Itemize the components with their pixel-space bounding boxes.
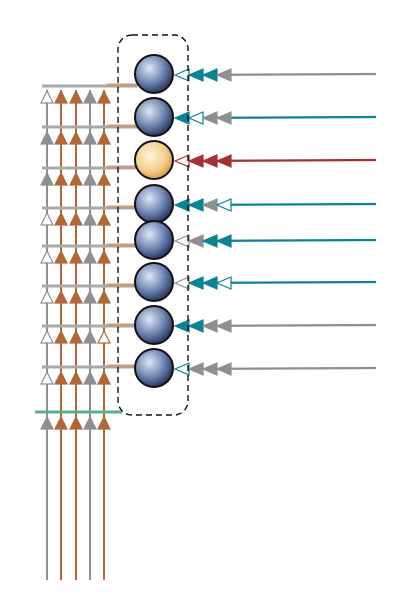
arrowheads <box>40 68 232 430</box>
left-arrowhead <box>173 154 190 168</box>
nodes <box>134 54 174 388</box>
left-arrowhead <box>215 68 232 82</box>
left-arrowhead <box>201 111 218 125</box>
up-arrowhead <box>40 89 54 104</box>
up-arrowhead <box>54 211 68 226</box>
left-arrowhead <box>173 234 190 248</box>
left-arrowhead <box>201 234 218 248</box>
left-arrowhead <box>173 198 190 212</box>
node <box>134 97 174 137</box>
left-arrowhead <box>215 319 232 333</box>
left-arrowhead <box>187 319 204 333</box>
left-arrowhead <box>201 319 218 333</box>
node <box>134 220 174 260</box>
up-arrowhead <box>40 249 54 264</box>
left-arrowhead <box>201 362 218 376</box>
left-arrowhead <box>201 276 218 290</box>
up-arrowhead <box>40 370 54 385</box>
left-arrowhead <box>187 276 204 290</box>
up-arrowhead <box>83 249 97 264</box>
up-arrowhead <box>97 211 111 226</box>
up-arrowhead <box>54 415 68 430</box>
left-arrowhead <box>173 111 190 125</box>
up-arrowhead <box>54 171 68 186</box>
dashed-group-box <box>117 34 189 416</box>
left-arrowhead <box>173 362 190 376</box>
left-arrowhead <box>173 319 190 333</box>
left-arrowhead <box>201 154 218 168</box>
left-arrowhead <box>215 154 232 168</box>
up-arrowhead <box>83 211 97 226</box>
up-arrowhead <box>40 329 54 344</box>
up-arrowhead <box>97 249 111 264</box>
up-arrowhead <box>69 89 83 104</box>
up-arrowhead <box>40 171 54 186</box>
left-arrowhead <box>187 234 204 248</box>
left-arrowhead <box>187 362 204 376</box>
up-arrowhead <box>69 211 83 226</box>
up-arrowhead <box>69 171 83 186</box>
highlighted-node <box>134 140 174 180</box>
up-arrowhead <box>69 415 83 430</box>
up-arrowhead <box>83 415 97 430</box>
left-arrowhead <box>173 276 190 290</box>
up-arrowhead <box>97 289 111 304</box>
left-arrowhead <box>173 68 190 82</box>
up-arrowhead <box>97 415 111 430</box>
up-arrowhead <box>83 329 97 344</box>
up-arrowhead <box>83 289 97 304</box>
up-arrowhead <box>54 89 68 104</box>
node <box>134 184 174 224</box>
node <box>134 262 174 302</box>
up-arrowhead <box>54 130 68 145</box>
left-arrowhead <box>215 111 232 125</box>
node <box>134 348 174 388</box>
up-arrowhead <box>97 329 111 344</box>
left-arrowhead <box>215 362 232 376</box>
up-arrowhead <box>83 89 97 104</box>
up-arrowhead <box>83 370 97 385</box>
up-arrowhead <box>40 211 54 226</box>
left-arrowhead <box>215 276 232 290</box>
up-arrowhead <box>97 370 111 385</box>
up-arrowhead <box>69 249 83 264</box>
up-arrowhead <box>97 130 111 145</box>
left-arrowhead <box>187 154 204 168</box>
up-arrowhead <box>69 370 83 385</box>
left-arrowhead <box>201 198 218 212</box>
left-arrowhead <box>201 68 218 82</box>
up-arrowhead <box>69 130 83 145</box>
up-arrowhead <box>97 171 111 186</box>
up-arrowhead <box>97 89 111 104</box>
left-arrowhead <box>187 68 204 82</box>
up-arrowhead <box>54 329 68 344</box>
node <box>134 305 174 345</box>
up-arrowhead <box>83 130 97 145</box>
node <box>134 54 174 94</box>
up-arrowhead <box>54 370 68 385</box>
up-arrowhead <box>54 289 68 304</box>
up-arrowhead <box>40 130 54 145</box>
left-arrowhead <box>187 198 204 212</box>
left-arrowhead <box>215 198 232 212</box>
up-arrowhead <box>83 171 97 186</box>
up-arrowhead <box>40 415 54 430</box>
up-arrowhead <box>69 289 83 304</box>
left-arrowhead <box>215 234 232 248</box>
up-arrowhead <box>54 249 68 264</box>
left-arrowhead <box>187 111 204 125</box>
up-arrowhead <box>69 329 83 344</box>
up-arrowhead <box>40 289 54 304</box>
